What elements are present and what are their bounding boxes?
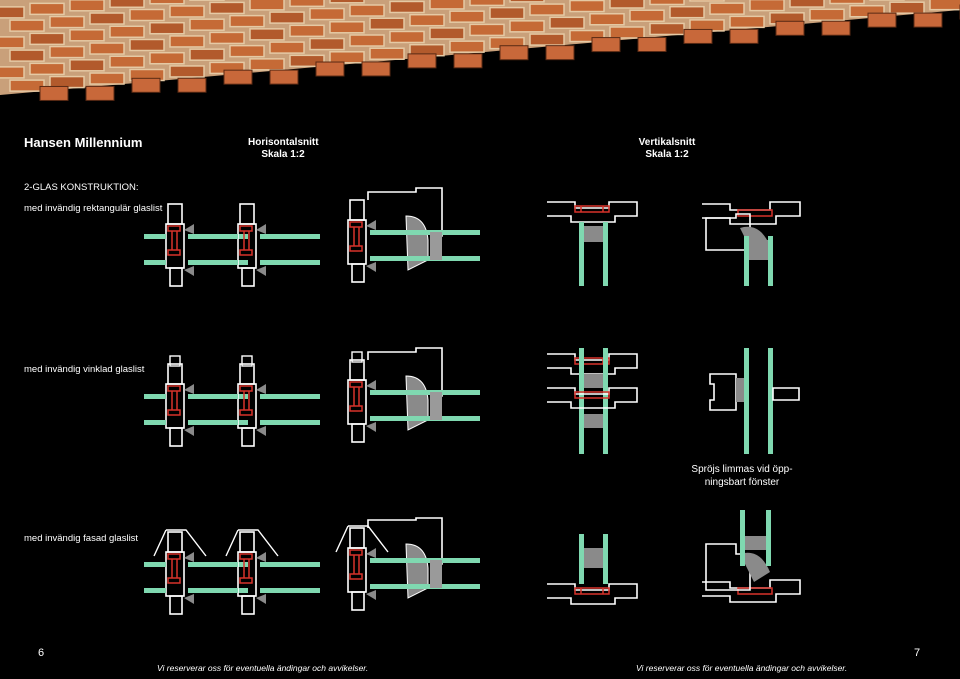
product-title: Hansen Millennium	[24, 135, 143, 150]
page-number-left: 6	[38, 647, 45, 659]
horizontal-heading-line1: Horisontalsnitt	[248, 137, 319, 148]
horizontal-section-drawing	[216, 203, 320, 287]
horizontal-section-drawing	[335, 517, 480, 611]
row2-label: med invändig vinklad glaslist	[24, 364, 145, 375]
vertical-section-drawing	[702, 510, 801, 603]
row1-label: med invändig rektangulär glaslist	[24, 203, 163, 214]
disclaimer-left: Vi reserverar oss för eventuella ändinga…	[157, 663, 369, 673]
vertical-heading-scale: Skala 1:2	[645, 149, 689, 160]
vertical-section-drawing	[702, 201, 801, 286]
horizontal-section-drawing	[216, 529, 320, 615]
horizontal-section-drawing	[216, 355, 320, 447]
glazing-bar-note: Spröjs limmas vid öpp-ningsbart fönster	[691, 464, 793, 488]
construction-label: 2-GLAS KONSTRUKTION:	[24, 182, 139, 193]
horizontal-section-drawing	[347, 187, 480, 283]
brick-wall-photo	[0, 0, 960, 101]
vertical-heading-line1: Vertikalsnitt	[638, 137, 696, 148]
disclaimer-right: Vi reserverar oss för eventuella ändinga…	[636, 663, 848, 673]
vertical-section-drawing	[547, 534, 638, 605]
row3-label: med invändig fasad glaslist	[24, 533, 139, 544]
horizontal-section-heading: Horisontalsnitt Skala 1:2	[248, 137, 319, 161]
horizontal-heading-scale: Skala 1:2	[261, 149, 305, 160]
vertical-section-heading: Vertikalsnitt Skala 1:2	[632, 137, 702, 161]
horizontal-section-drawing	[347, 347, 480, 443]
vertical-section-drawing	[547, 348, 638, 454]
vertical-section-drawing	[709, 348, 800, 454]
page-number-right: 7	[914, 647, 921, 659]
vertical-section-drawing	[547, 201, 638, 286]
